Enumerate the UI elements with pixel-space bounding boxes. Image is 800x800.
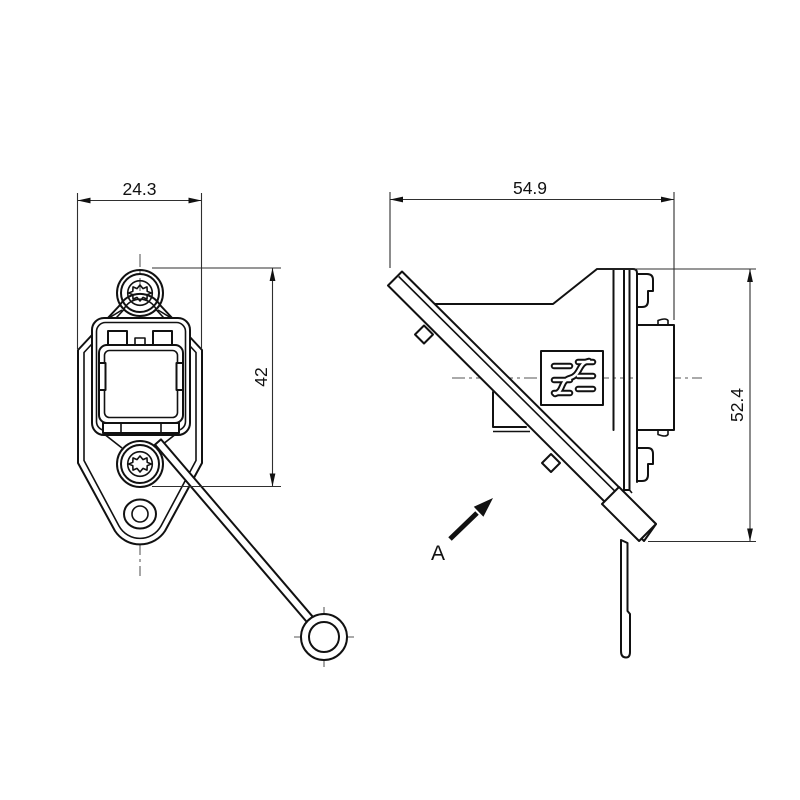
dim-label-front-height: 42	[251, 367, 271, 386]
side-view: 54.9 52.4 A	[387, 178, 756, 659]
dimension-front-height: 42	[152, 267, 281, 488]
bottom-latch	[636, 447, 654, 482]
dimension-side-height: 52.4	[597, 268, 756, 543]
rj45-socket	[91, 317, 191, 436]
bottom-bar	[102, 422, 180, 434]
cover-flap	[387, 270, 657, 542]
tether-strap	[154, 438, 354, 667]
panel-plate	[623, 268, 631, 491]
latch-tab-right	[152, 330, 173, 346]
center-notch	[134, 337, 146, 346]
torx-screw-bottom-icon	[120, 444, 160, 484]
dim-label-front-width: 24.3	[122, 179, 156, 199]
jack-opening	[98, 344, 184, 424]
top-latch	[636, 273, 654, 308]
flap-hook-lower	[541, 453, 561, 473]
flap-hook-upper	[414, 324, 434, 345]
dim-label-side-height: 52.4	[727, 388, 747, 422]
flap-grip-tip	[601, 486, 657, 542]
bottom-screw-boss	[116, 440, 164, 488]
front-view: 24.3 42	[76, 179, 354, 667]
tether-ring-icon	[300, 613, 348, 661]
crossover-wires-logo-icon	[550, 357, 597, 398]
top-screw-boss	[116, 269, 164, 317]
dimension-front-width: 24.3	[76, 179, 203, 349]
logo-plate	[540, 350, 604, 406]
lanyard-hole	[123, 498, 157, 530]
tether-tail	[620, 539, 631, 659]
side-tab-left	[98, 362, 107, 391]
view-direction-arrow-icon: A	[431, 498, 493, 565]
dim-label-side-depth: 54.9	[513, 178, 547, 198]
rear-connector-block	[636, 324, 675, 431]
housing-body	[403, 268, 675, 494]
torx-screw-top-icon	[120, 273, 160, 313]
latch-tab-left	[107, 330, 128, 346]
side-tab-right	[175, 362, 184, 391]
dimension-side-depth: 54.9	[389, 178, 675, 320]
view-label: A	[431, 542, 445, 565]
